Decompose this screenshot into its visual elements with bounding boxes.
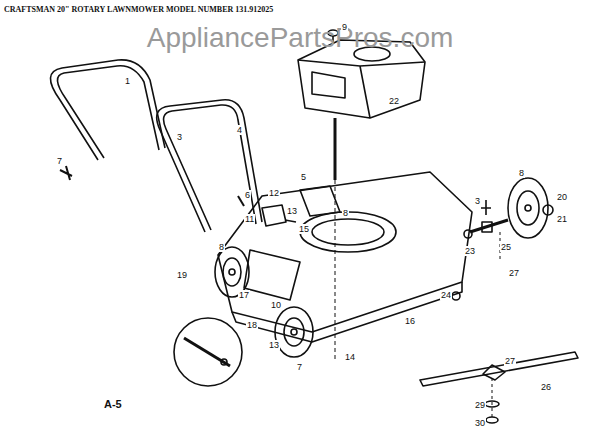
callout-number: 6 <box>244 190 251 200</box>
callout-number: 4 <box>236 125 243 135</box>
callout-number: 13 <box>268 340 280 350</box>
callout-number: 27 <box>508 268 520 278</box>
callout-number: 23 <box>464 246 476 256</box>
callout-number: 27 <box>504 356 516 366</box>
blade <box>420 352 578 386</box>
figure-code: A-5 <box>104 398 122 410</box>
callout-number: 13 <box>286 206 298 216</box>
mower-deck <box>218 172 472 332</box>
callout-number: 7 <box>296 362 303 372</box>
callout-number: 8 <box>342 208 349 218</box>
callout-number: 1 <box>124 76 131 86</box>
callout-number: 29 <box>474 400 486 410</box>
callout-number: 22 <box>388 96 400 106</box>
callout-number: 10 <box>270 300 282 310</box>
callout-number: 8 <box>218 242 225 252</box>
callout-number: 15 <box>298 224 310 234</box>
callout-number: 14 <box>344 352 356 362</box>
callout-number: 24 <box>440 290 452 300</box>
callout-number: 12 <box>268 188 280 198</box>
callout-number: 5 <box>300 172 307 182</box>
callout-number: 26 <box>540 382 552 392</box>
callout-number: 19 <box>176 270 188 280</box>
lower-handle <box>157 100 262 232</box>
callout-number: 21 <box>556 214 568 224</box>
callout-number: 3 <box>474 196 481 206</box>
callout-number: 17 <box>238 290 250 300</box>
detail-inset <box>174 318 242 386</box>
diagram-title: CRAFTSMAN 20" ROTARY LAWNMOWER MODEL NUM… <box>4 5 273 15</box>
callout-number: 16 <box>404 316 416 326</box>
watermark: AppliancePartsPros.com <box>147 22 454 54</box>
callout-number: 9 <box>341 22 348 32</box>
callout-number: 30 <box>474 418 486 428</box>
callout-number: 20 <box>556 192 568 202</box>
callout-number: 11 <box>244 214 255 224</box>
callout-number: 25 <box>500 242 512 252</box>
callout-number: 8 <box>518 168 525 178</box>
upper-handle <box>50 60 165 160</box>
callout-number: 3 <box>176 132 183 142</box>
callout-number: 18 <box>246 320 258 330</box>
callout-number: 7 <box>56 156 63 166</box>
